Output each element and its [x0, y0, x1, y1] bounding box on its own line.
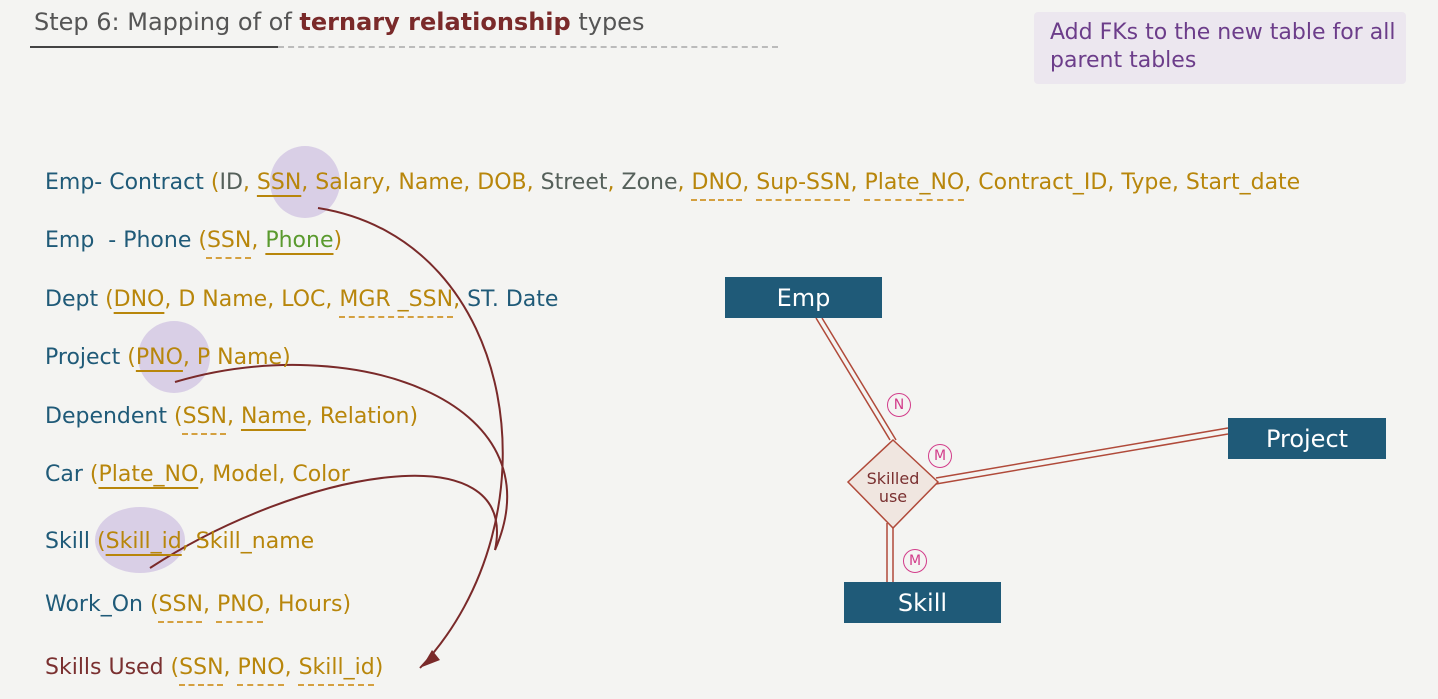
arrow-head — [422, 650, 440, 667]
table-row-car: Car (Plate_NO, Model, Color — [45, 462, 350, 487]
table-row-emp-phone: Emp - Phone (SSN, Phone) — [45, 228, 343, 253]
arrow-skillid-to-skills-used — [149, 474, 498, 569]
arrow-ssn-to-skills-used — [317, 207, 504, 669]
cardinality-n-emp: N — [887, 393, 911, 417]
table-row-emp-contract: Emp- Contract (ID, SSN, Salary, Name, DO… — [45, 170, 1301, 195]
note-box: Add FKs to the new table for all parent … — [1034, 12, 1406, 84]
table-row-dept: Dept (DNO, D Name, LOC, MGR _SSN, ST. Da… — [45, 287, 559, 312]
note-text: Add FKs to the new table for all parent … — [1050, 20, 1396, 73]
entity-project: Project — [1228, 418, 1386, 459]
title-underline — [30, 46, 278, 48]
arrow-pno-to-skills-used — [174, 364, 509, 551]
relationship-label: Skilled use — [866, 469, 920, 506]
table-row-dependent: Dependent (SSN, Name, Relation) — [45, 404, 419, 429]
cardinality-m-project: M — [928, 444, 952, 468]
table-row-project: Project (PNO, P Name) — [45, 345, 291, 370]
table-row-skills-used: Skills Used (SSN, PNO, Skill_id) — [45, 655, 384, 680]
page-title: Step 6: Mapping of of ternary relationsh… — [34, 8, 645, 36]
fk-arrows — [149, 207, 509, 669]
entity-emp: Emp — [725, 277, 882, 318]
cardinality-m-skill: M — [903, 549, 927, 573]
highlight-ssn-circle — [270, 146, 340, 218]
entity-skill: Skill — [844, 582, 1001, 623]
table-row-skill: Skill (Skill_id, Skill_name — [45, 529, 315, 554]
relationship-diamond — [846, 438, 940, 530]
highlight-skillid-circle — [95, 507, 185, 573]
table-row-work-on: Work_On (SSN, PNO, Hours) — [45, 592, 352, 617]
title-dashed-rule — [278, 46, 778, 48]
er-connections — [815, 317, 1229, 582]
highlight-pno-circle — [138, 321, 210, 393]
